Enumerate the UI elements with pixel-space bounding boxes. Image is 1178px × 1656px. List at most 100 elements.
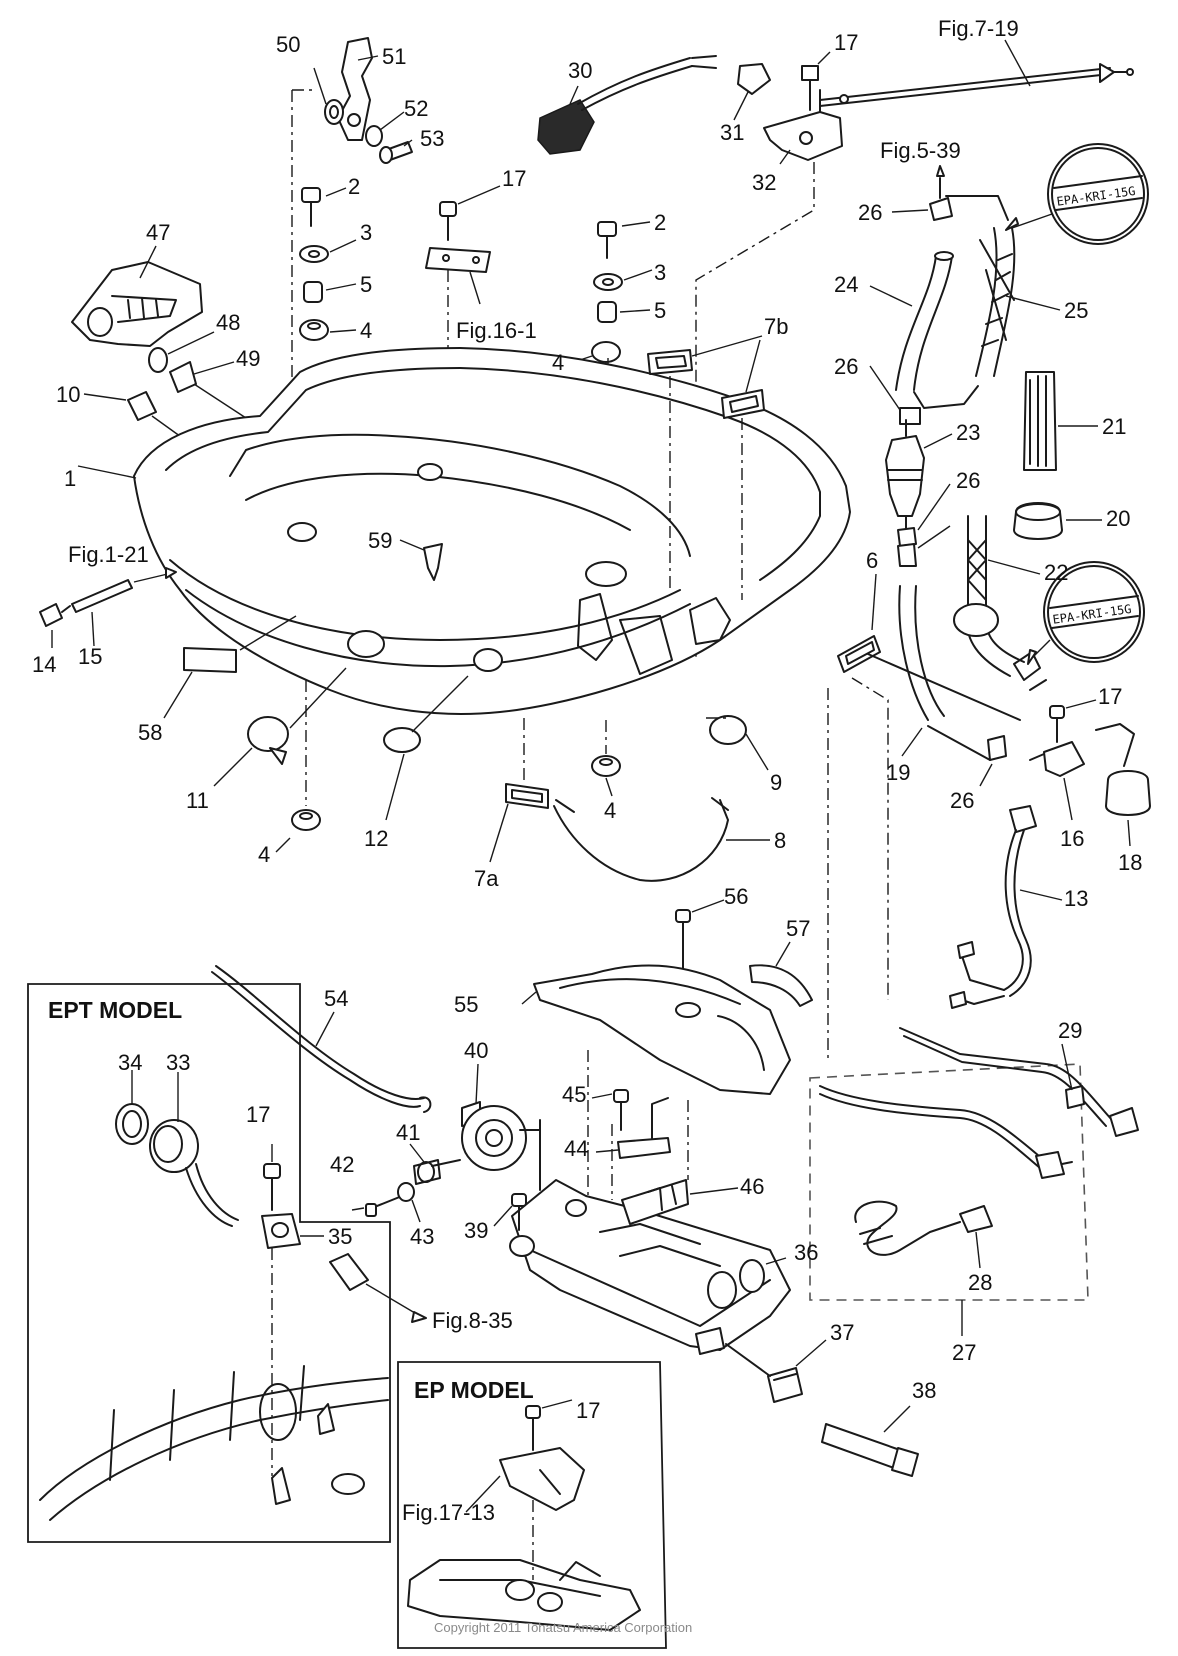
label-part-26: 26 (858, 200, 882, 225)
label-part-41: 41 (396, 1120, 420, 1145)
label-part-7b: 7b (764, 314, 788, 339)
label-part-2: 2 (348, 174, 360, 199)
label-part-17: 17 (1098, 684, 1122, 709)
harness-13 (949, 805, 1063, 1009)
label-part-36: 36 (794, 1240, 818, 1265)
seals-7b (647, 335, 765, 600)
label-part-47: 47 (146, 220, 170, 245)
label-part-20: 20 (1106, 506, 1130, 531)
label-part-57: 57 (786, 916, 810, 941)
cam-40-45 (351, 1063, 671, 1223)
label-part-28: 28 (968, 1270, 992, 1295)
kill-switch-kit-27 (809, 677, 1139, 1336)
label-part-21: 21 (1102, 414, 1126, 439)
label-part-29: 29 (1058, 1018, 1082, 1043)
fuel-system (867, 165, 1102, 787)
label-part-17: 17 (502, 166, 526, 191)
bracket-36 (493, 1050, 791, 1355)
label-part-40: 40 (464, 1038, 488, 1063)
label-part-33: 33 (166, 1050, 190, 1075)
label-part-26: 26 (950, 788, 974, 813)
label-part-55: 55 (454, 992, 478, 1017)
label-part-26: 26 (834, 354, 858, 379)
figure-references: Fig.7-19 Fig.5-39 Fig.16-1 Fig.1-21 Fig.… (68, 16, 1019, 1525)
label-part-53: 53 (420, 126, 444, 151)
cover-55-57 (521, 899, 813, 1095)
plugs-11-12 (213, 667, 469, 853)
label-part-25: 25 (1064, 298, 1088, 323)
label-part-39: 39 (464, 1218, 488, 1243)
label-part-26: 26 (956, 468, 980, 493)
throttle-cable-reference (819, 39, 1134, 107)
label-part-8: 8 (774, 828, 786, 853)
label-part-23: 23 (956, 420, 980, 445)
fig-ref-16-1: Fig.16-1 (456, 318, 537, 343)
label-part-43: 43 (410, 1224, 434, 1249)
label-part-5: 5 (360, 272, 372, 297)
label-part-15: 15 (78, 644, 102, 669)
handle-grip-47 (71, 245, 247, 453)
label-part-11: 11 (186, 788, 209, 813)
label-part-12: 12 (364, 826, 388, 851)
seals-7a-8-9 (489, 715, 770, 882)
label-part-48: 48 (216, 310, 240, 335)
label-part-18: 18 (1118, 850, 1142, 875)
label-part-37: 37 (830, 1320, 854, 1345)
label-part-17: 17 (246, 1102, 270, 1127)
small-parts-14-15-58-59 (39, 539, 443, 719)
bracket-assembly-50-53 (313, 37, 413, 164)
label-part-31: 31 (720, 120, 744, 145)
lower-cowl-1 (77, 347, 851, 715)
label-part-3: 3 (654, 260, 666, 285)
fig-ref-1-21: Fig.1-21 (68, 542, 149, 567)
label-part-38: 38 (912, 1378, 936, 1403)
ep-model-title: EP MODEL (414, 1377, 534, 1403)
label-part-10: 10 (56, 382, 80, 407)
label-part-9: 9 (770, 770, 782, 795)
label-part-30: 30 (568, 58, 592, 83)
mount-hardware-left (291, 89, 357, 430)
fig-ref-8-35: Fig.8-35 (432, 1308, 513, 1333)
label-part-13: 13 (1064, 886, 1088, 911)
label-part-17: 17 (576, 1398, 600, 1423)
label-part-19: 19 (886, 760, 910, 785)
label-part-5: 5 (654, 298, 666, 323)
label-part-2: 2 (654, 210, 666, 235)
ept-model-title: EPT MODEL (48, 997, 182, 1023)
label-part-4: 4 (552, 350, 564, 375)
label-part-35: 35 (328, 1224, 352, 1249)
label-part-24: 24 (834, 272, 858, 297)
label-part-56: 56 (724, 884, 748, 909)
label-part-4: 4 (258, 842, 270, 867)
bolt-17-top (801, 51, 831, 111)
label-part-27: 27 (952, 1340, 976, 1365)
label-part-42: 42 (330, 1152, 354, 1177)
label-part-59: 59 (368, 528, 392, 553)
ep-model-inset: EP MODEL (397, 1361, 667, 1649)
grommet-6 (837, 573, 881, 673)
switch-16-18 (1029, 699, 1151, 847)
lever-37-38 (725, 1339, 919, 1477)
fig-ref-7-19: Fig.7-19 (938, 16, 1019, 41)
label-part-45: 45 (562, 1082, 586, 1107)
label-part-34: 34 (118, 1050, 142, 1075)
label-part-3: 3 (360, 220, 372, 245)
label-part-54: 54 (324, 986, 348, 1011)
label-part-1: 1 (64, 466, 76, 491)
label-part-14: 14 (32, 652, 56, 677)
label-part-49: 49 (236, 346, 260, 371)
label-part-17: 17 (834, 30, 858, 55)
label-part-50: 50 (276, 32, 300, 57)
copyright-notice: Copyright 2011 Tohatsu America Corporati… (434, 1620, 692, 1635)
label-part-44: 44 (564, 1136, 588, 1161)
label-part-4: 4 (360, 318, 372, 343)
label-part-16: 16 (1060, 826, 1084, 851)
fig-ref-17-13: Fig.17-13 (402, 1500, 495, 1525)
fig-ref-5-39: Fig.5-39 (880, 138, 961, 163)
label-part-4: 4 (604, 798, 616, 823)
label-part-52: 52 (404, 96, 428, 121)
label-part-51: 51 (382, 44, 406, 69)
label-part-58: 58 (138, 720, 162, 745)
label-part-22: 22 (1044, 560, 1068, 585)
